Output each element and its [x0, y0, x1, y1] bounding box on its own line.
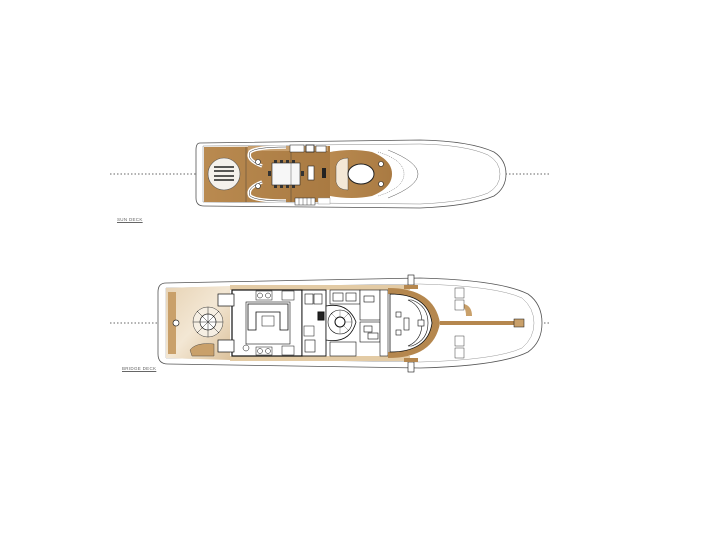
stairs — [294, 197, 316, 206]
bollard-icon — [255, 159, 261, 165]
bar-counter — [307, 165, 315, 181]
bollard-icon — [172, 319, 180, 327]
helm-arc-outer — [387, 149, 419, 199]
sun-deck — [110, 139, 550, 209]
bridge-deck-label: BRIDGE DECK — [122, 366, 157, 371]
dining-table — [268, 160, 304, 188]
spiral-staircase — [325, 304, 357, 341]
walkway-stbd — [230, 356, 410, 361]
foredeck-loungers — [454, 287, 465, 359]
storage — [315, 145, 327, 153]
foredeck-seat — [464, 304, 472, 316]
curved-bench-port-edge — [249, 146, 287, 167]
wing-station-port — [407, 274, 415, 286]
cabinet-stbd — [217, 339, 235, 353]
coffee-table — [261, 315, 275, 327]
wheelhouse-teak-frame — [388, 288, 440, 358]
jacuzzi — [347, 163, 375, 185]
wing-station-stbd — [407, 361, 415, 373]
helm-arc — [377, 151, 405, 197]
bridge-deck-inner-outline — [165, 283, 535, 363]
jacuzzi-seat-ring — [335, 157, 349, 191]
sun-deck-label: SUN DECK — [117, 217, 143, 222]
wing-stbd-teak — [404, 358, 418, 362]
galley — [301, 289, 327, 357]
foredeck-hatch — [513, 318, 525, 328]
bollard-icon — [378, 161, 384, 167]
aft-seat-band — [168, 292, 176, 354]
helm-console — [407, 299, 429, 347]
bar-unit — [289, 144, 305, 153]
bridge-deck — [110, 274, 550, 373]
curved-bench-stbd-edge — [249, 181, 287, 202]
cabins — [329, 289, 389, 357]
bollard-icon — [378, 181, 384, 187]
wing-port-teak — [404, 285, 418, 289]
circular-dining-table — [192, 306, 224, 338]
cabinet-port — [217, 293, 235, 307]
foredeck-walkway — [440, 321, 520, 325]
sun-deck-inner-outline — [202, 143, 501, 205]
walkway-port — [230, 285, 410, 290]
sofa-u — [247, 303, 289, 331]
deck-box — [317, 197, 331, 205]
storage — [305, 144, 315, 153]
bollard-icon — [255, 183, 261, 189]
appliances — [242, 290, 295, 356]
bar-counter-dark — [322, 168, 326, 178]
helm-equipment — [395, 311, 425, 336]
sun-deck-teak — [204, 146, 330, 202]
aft-stairs — [189, 343, 215, 357]
sun-deck-side-walk-top — [248, 146, 328, 151]
sunpad — [207, 157, 241, 191]
sunpad-loungers — [214, 166, 234, 181]
